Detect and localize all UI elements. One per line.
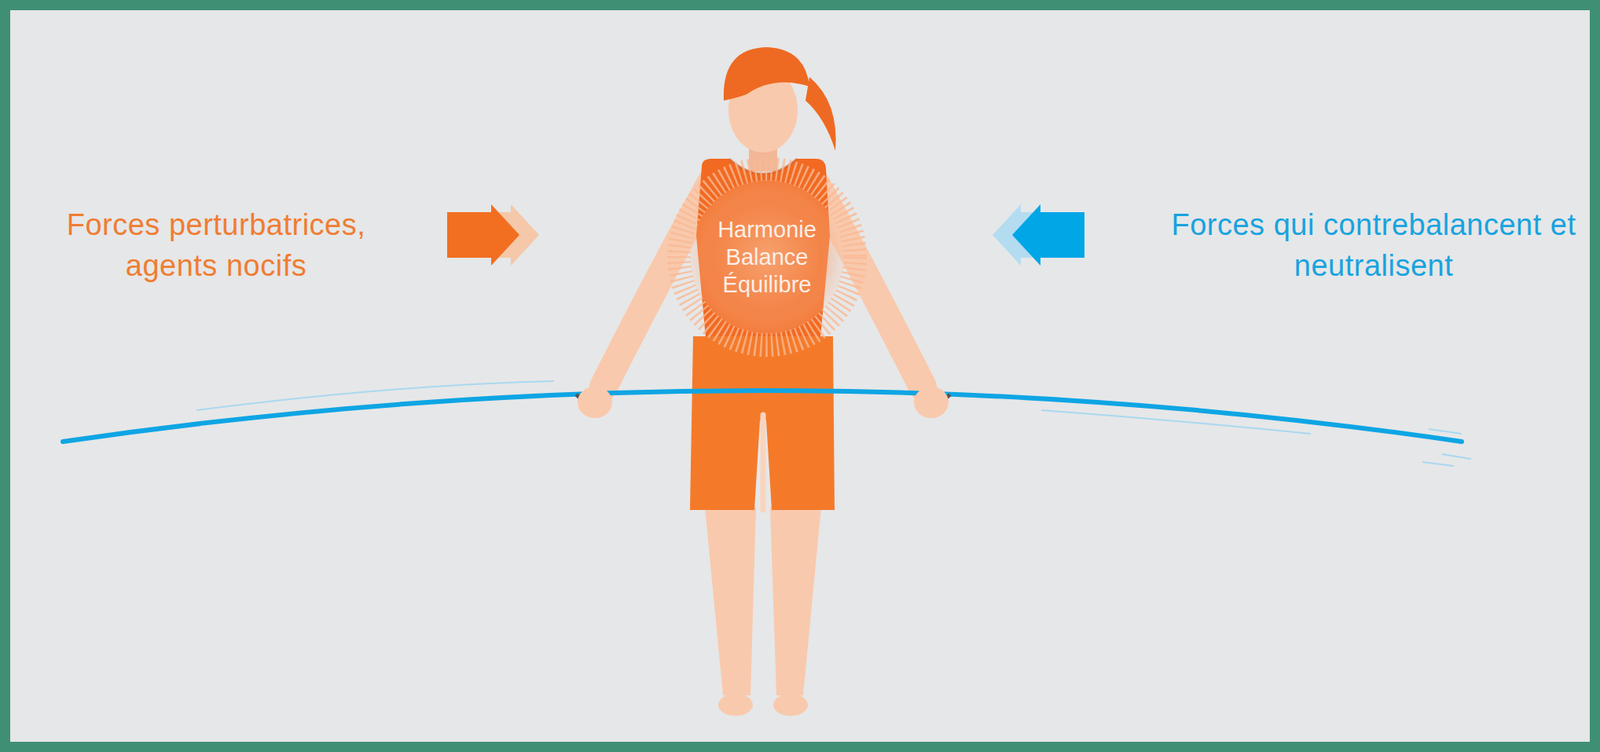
force-arrow (447, 204, 520, 266)
diagram-canvas: Harmonie Balance Équilibre Forces perturb… (10, 10, 1590, 742)
motion-line (1442, 454, 1472, 459)
force-label: Forces qui contrebalancent et neutralise… (1161, 204, 1586, 287)
force-arrow (1012, 204, 1085, 266)
harmony-circle: Harmonie Balance Équilibre (664, 154, 870, 360)
node-text: Harmonie Balance Équilibre (704, 154, 830, 360)
motion-line (1041, 410, 1311, 434)
leg (770, 506, 822, 696)
ponytail (805, 77, 837, 151)
hair (723, 47, 810, 101)
shorts (689, 336, 835, 511)
shorts-slit (760, 414, 767, 511)
motion-line (1422, 462, 1454, 467)
balance-pole (62, 390, 1462, 442)
leg (704, 506, 756, 696)
motion-line (1428, 429, 1462, 434)
illustration (10, 10, 1590, 742)
foot (718, 693, 753, 716)
force-label: Forces perturbatrices, agents nocifs (35, 204, 397, 287)
foot (773, 693, 808, 716)
hand (913, 386, 949, 419)
hand (577, 386, 613, 419)
